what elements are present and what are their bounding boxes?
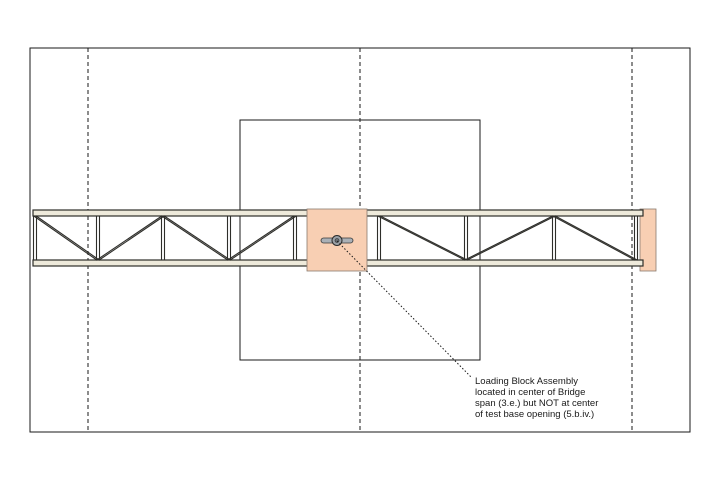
callout-line-2: located in center of Bridge bbox=[475, 387, 586, 398]
truss-diagonal-member bbox=[96, 215, 163, 261]
truss-diagonal-member bbox=[552, 215, 636, 261]
callout-line-1: Loading Block Assembly bbox=[475, 376, 578, 387]
truss-diagonal-member bbox=[379, 215, 468, 261]
callout-line-3: span (3.e.) but NOT at center bbox=[475, 398, 599, 409]
truss-diagonal-member bbox=[466, 215, 556, 261]
truss-diagonal-member bbox=[227, 215, 295, 261]
callout-leader-line bbox=[336, 240, 473, 379]
truss-diagonal-member bbox=[377, 215, 466, 261]
truss-diagonal-member bbox=[161, 215, 229, 261]
truss-diagonal-member bbox=[33, 215, 98, 261]
truss-diagonal-member bbox=[229, 215, 297, 261]
truss-diagonal-member bbox=[163, 215, 231, 261]
test-base-opening bbox=[239, 119, 481, 361]
callout-line-4: of test base opening (5.b.iv.) bbox=[475, 409, 595, 420]
web-members bbox=[32, 215, 639, 261]
truss-diagonal-member bbox=[464, 215, 554, 261]
truss-diagonal-member bbox=[554, 215, 638, 261]
end-plate bbox=[639, 208, 657, 272]
truss-diagonal-member bbox=[35, 215, 100, 261]
wing-nut-icon bbox=[320, 235, 354, 246]
truss-diagonal-member bbox=[98, 215, 165, 261]
